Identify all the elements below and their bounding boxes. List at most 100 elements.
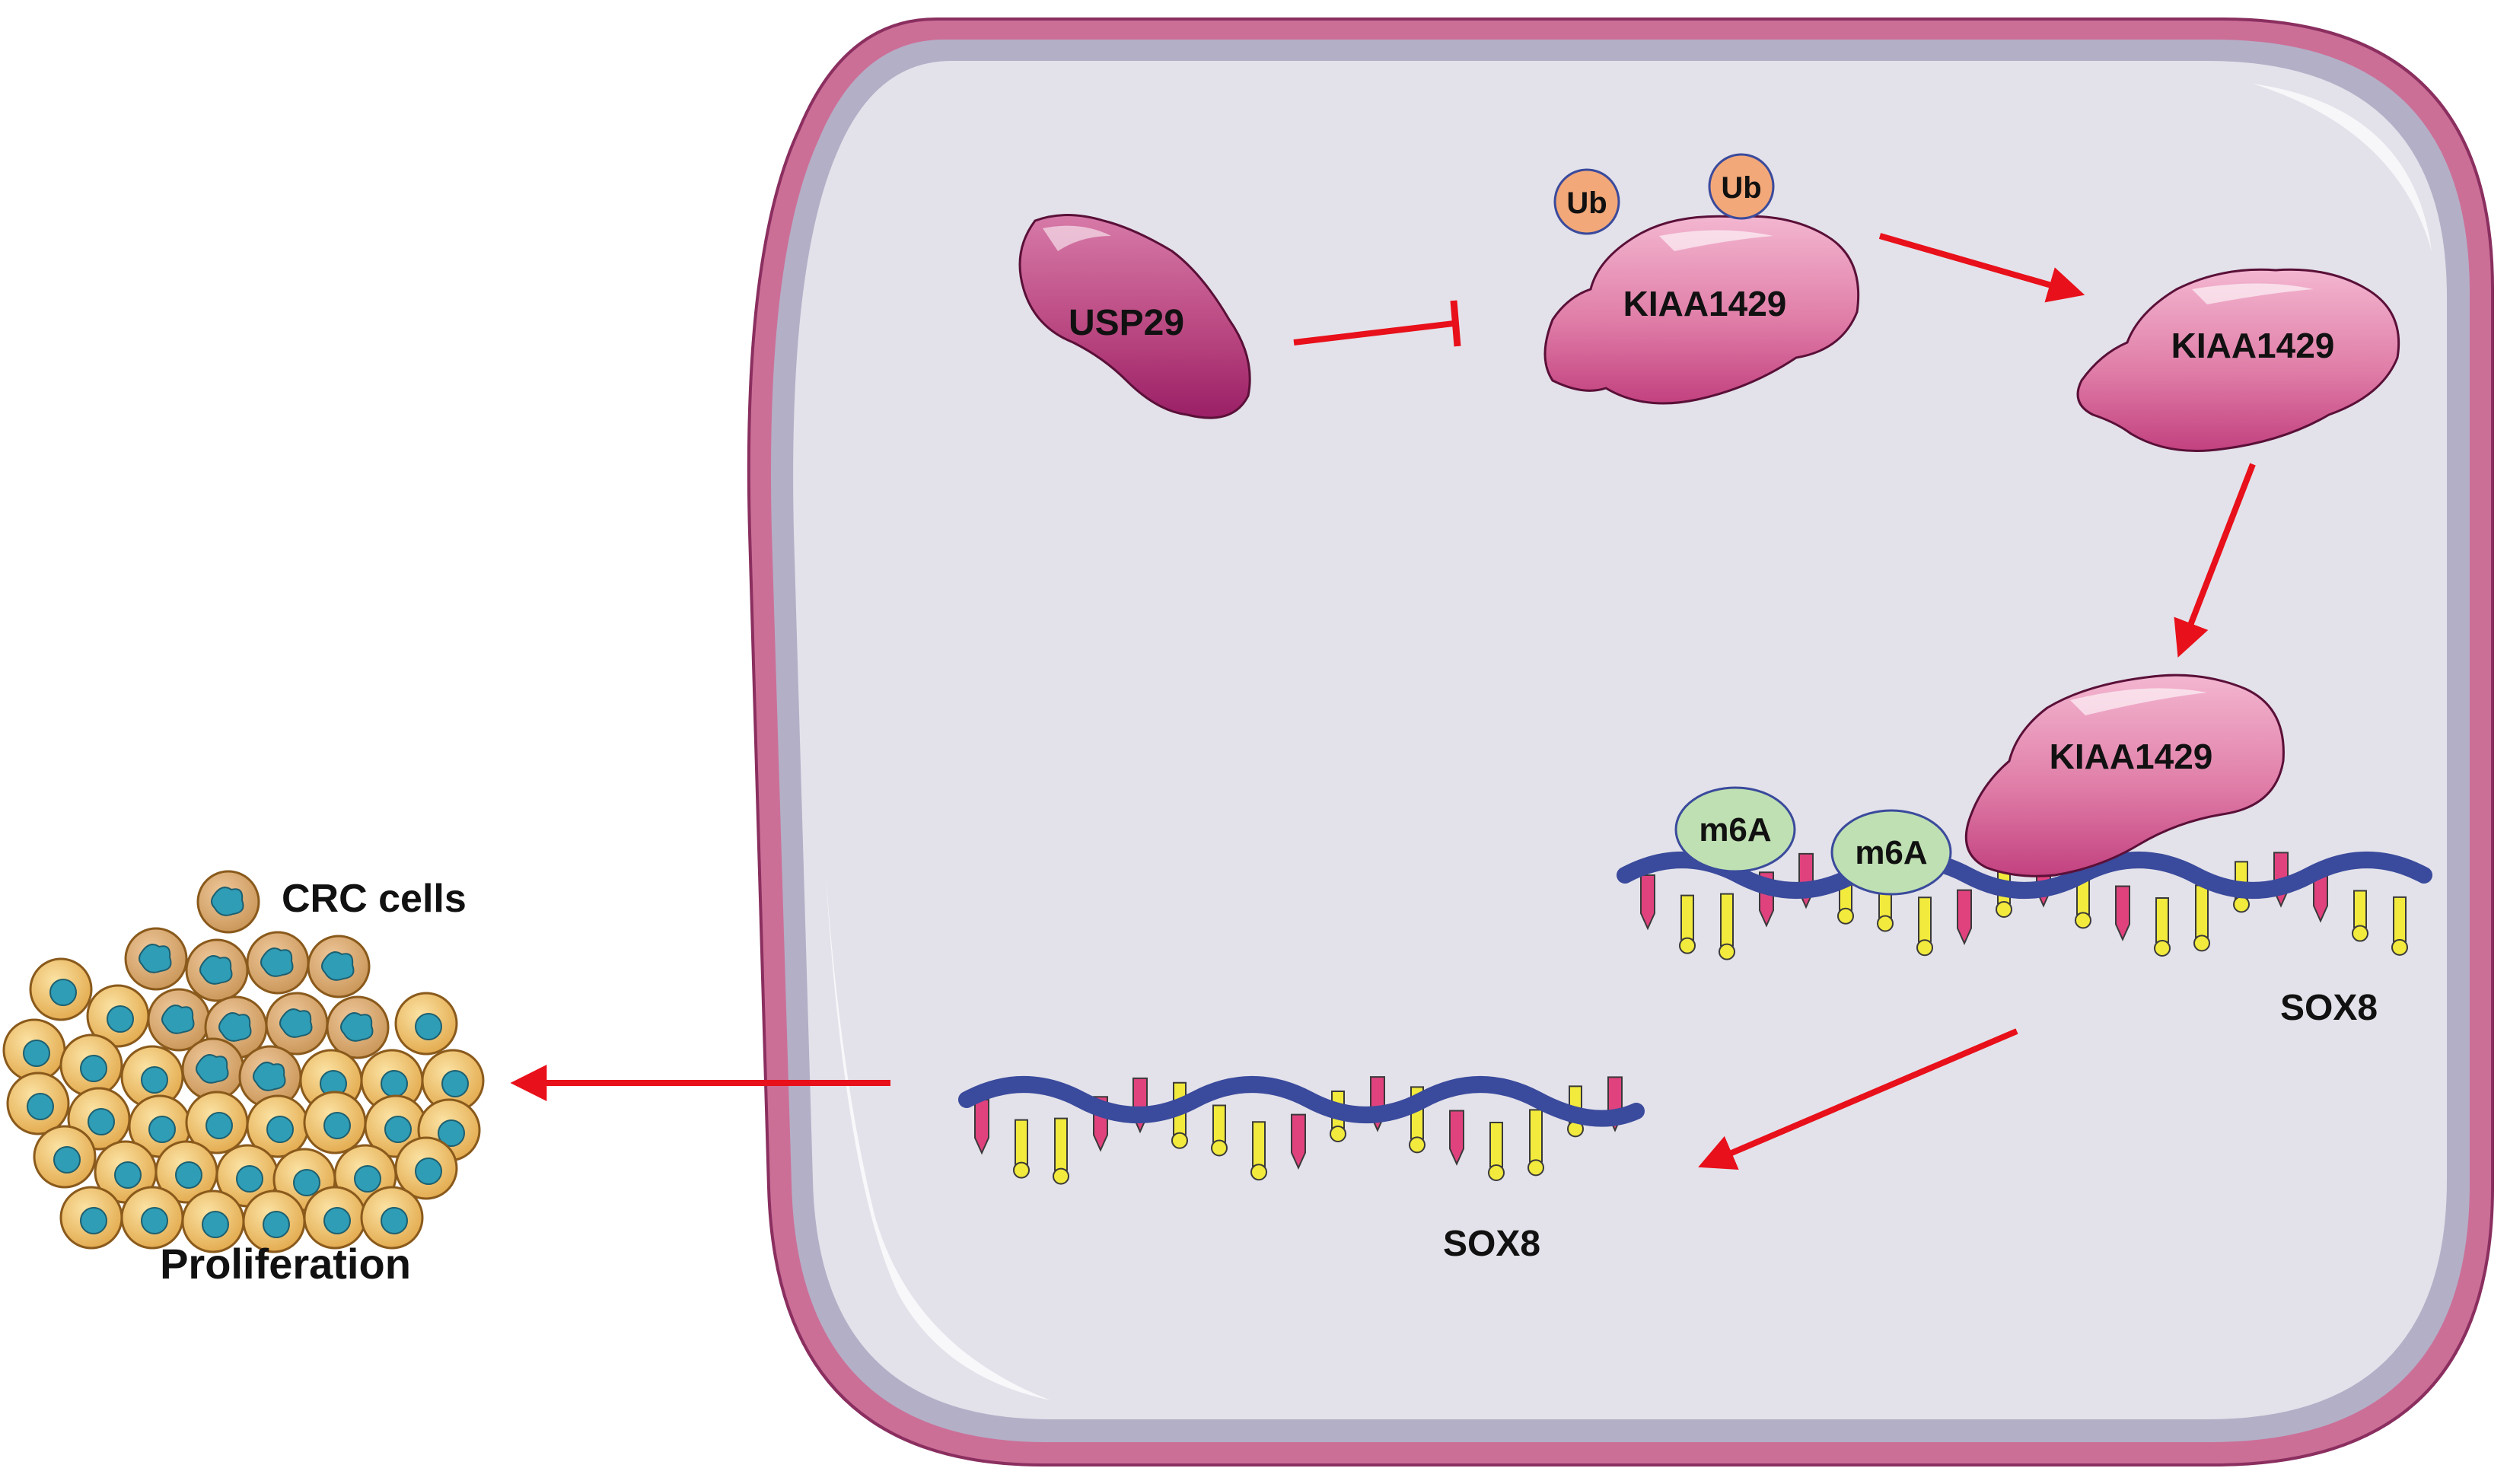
ubiquitin-2: Ub [1708, 153, 1775, 220]
crc-cell [185, 1091, 249, 1154]
rna-base-cap [2352, 925, 2368, 942]
rna-base-yellow [1054, 1117, 1068, 1171]
crc-tumor-cell [181, 1037, 245, 1101]
rna-base-cap [1171, 1132, 1188, 1149]
ubiquitin-1: Ub [1553, 168, 1620, 235]
crc-cell [394, 992, 458, 1056]
rna-base-yellow [1529, 1109, 1543, 1163]
crc-cell [29, 957, 93, 1021]
proliferation-label: Proliferation [160, 1240, 411, 1288]
rna-base-yellow [1212, 1104, 1226, 1143]
usp29-label: USP29 [1069, 303, 1184, 343]
rna-base-cap [1916, 939, 1933, 957]
rna-base-yellow [1015, 1119, 1028, 1165]
rna-base-yellow [2195, 884, 2209, 938]
rna-backbone [1617, 852, 2432, 899]
ubiquitin-1-label: Ub [1566, 186, 1607, 220]
rna-base-cap [1837, 907, 1854, 925]
crc-cell [128, 1094, 192, 1158]
crc-cell [120, 1186, 184, 1250]
sox8-rna-methylated: SOX8 [1617, 852, 2432, 1028]
kiaa1429-ubiquitinated: KIAA1429 [1543, 215, 1860, 405]
rna-base-magenta [1640, 874, 1655, 931]
crc-cell [6, 1072, 70, 1135]
crc-tumor-cell [307, 935, 371, 998]
kiaa1429-free: KIAA1429 [2076, 268, 2400, 452]
crc-tumor-cell [246, 931, 310, 995]
arrow-to-binding [2174, 463, 2256, 658]
rna-base-cap [1013, 1161, 1030, 1179]
kiaa1429-bound: KIAA1429 [1964, 674, 2285, 877]
m6a-2-label: m6A [1855, 834, 1927, 871]
crc-tumor-cell [124, 927, 188, 991]
crc-cell [394, 1136, 458, 1200]
arrow-deubiquitination [1878, 233, 2085, 303]
rna-base-cap [1211, 1139, 1228, 1157]
rna-base-yellow [1252, 1121, 1266, 1167]
rna-base-yellow [1720, 893, 1734, 947]
rna-base-cap [1679, 937, 1696, 954]
rna-base-yellow [1918, 896, 1932, 943]
crc-cell [33, 1125, 97, 1189]
rna-base-cap [1488, 1164, 1505, 1181]
m6a-1-label: m6A [1699, 811, 1771, 849]
rna-base-cap [2154, 939, 2171, 957]
crc-tumor-cell [185, 938, 249, 1002]
rna-base-cap [2233, 896, 2250, 913]
rna-base-cap [1877, 915, 1894, 932]
m6a-mark-1: m6A [1674, 786, 1796, 873]
rna-base-magenta [1957, 889, 1972, 946]
kiaa1429-ub-label: KIAA1429 [1623, 284, 1787, 323]
crc-cell [59, 1186, 123, 1250]
crc-tumor-cell [238, 1045, 302, 1109]
rna-base-yellow [1680, 894, 1694, 941]
crc-cell [154, 1140, 218, 1204]
rna-backbone [958, 1076, 1645, 1127]
membrane-highlight-top [2253, 84, 2432, 251]
rna-base-cap [1996, 900, 2012, 918]
rna-base-magenta [1449, 1110, 1464, 1166]
crc-cell [2, 1018, 66, 1082]
sox8-released-label: SOX8 [1443, 1224, 1540, 1264]
rna-base-yellow [1489, 1121, 1503, 1167]
crc-cell [242, 1189, 306, 1253]
crc-cell [215, 1144, 279, 1208]
rna-base-cap [1053, 1167, 1069, 1185]
crc-cell [94, 1140, 158, 1204]
crc-cell [303, 1091, 367, 1154]
ubiquitin-2-label: Ub [1721, 171, 1761, 205]
rna-base-cap [1330, 1125, 1346, 1142]
rna-base-magenta [1291, 1113, 1306, 1170]
crc-cells-label: CRC cells [282, 877, 467, 921]
crc-cell-cluster [2, 870, 485, 1253]
rna-base-cap [2075, 912, 2091, 929]
crc-tumor-cell [265, 992, 329, 1056]
crc-cell [59, 1033, 123, 1097]
inhibition-bar-icon [1450, 300, 1461, 347]
rna-base-cap [1409, 1136, 1426, 1154]
rna-bases [974, 1076, 1623, 1185]
arrow-to-released-sox8 [1698, 1028, 2018, 1170]
crc-cell [360, 1186, 424, 1250]
crc-cell [86, 984, 150, 1048]
usp29-protein: USP29 [1018, 214, 1251, 419]
sox8-rna-released: SOX8 [958, 1076, 1645, 1264]
crc-tumor-cell [196, 870, 260, 934]
rna-base-yellow [2353, 890, 2367, 928]
crc-tumor-cell [326, 995, 390, 1059]
inhibition-arrow [1293, 300, 1461, 347]
rna-base-cap [1719, 943, 1735, 960]
rna-base-yellow [2155, 896, 2169, 943]
m6a-mark-2: m6A [1830, 809, 1952, 896]
rna-base-cap [1527, 1159, 1544, 1177]
rna-base-yellow [2393, 896, 2407, 942]
crc-cell [303, 1186, 367, 1250]
rna-base-cap [2193, 935, 2210, 952]
kiaa1429-free-label: KIAA1429 [2171, 326, 2335, 365]
kiaa1429-bound-label: KIAA1429 [2050, 737, 2213, 776]
rna-base-cap [2391, 938, 2408, 956]
sox8-methylated-label: SOX8 [2280, 988, 2378, 1028]
rna-base-cap [1250, 1164, 1267, 1181]
rna-base-magenta [2115, 885, 2130, 941]
